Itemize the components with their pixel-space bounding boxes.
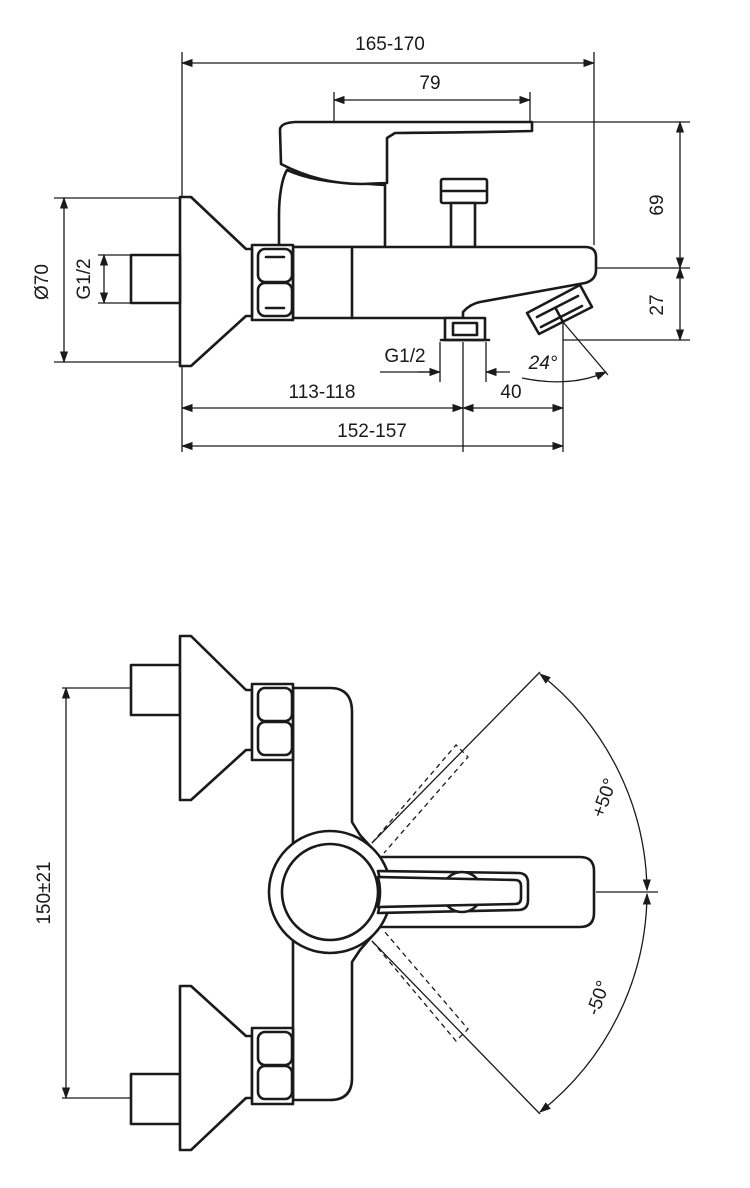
top-inlet-lower [129, 984, 254, 1152]
dim-outlet-offset: 40 [461, 382, 565, 413]
handshower-outlet [439, 316, 491, 342]
dim-outlet-thread: G1/2 [380, 346, 510, 377]
label-rotation-minus: -50° [583, 978, 615, 1018]
dim-overall-width: 165-170 [180, 34, 596, 68]
dim-inlet-thread: G1/2 [74, 253, 109, 305]
top-coupling-upper [250, 682, 295, 762]
cartridge-cap [267, 829, 393, 955]
label-outlet-height: 27 [647, 294, 668, 315]
dim-flange-diameter: Ø70 [32, 196, 69, 364]
label-inlet-to-outlet: 113-118 [289, 382, 356, 403]
label-outlet-thread: G1/2 [384, 346, 425, 367]
label-overall-width: 165-170 [355, 34, 425, 55]
dim-outlet-height: 27 [647, 266, 685, 342]
label-wall-to-spout: 152-157 [337, 421, 407, 442]
cartridge-housing [277, 168, 387, 249]
lever-handle [278, 120, 534, 186]
mixer-body [291, 245, 598, 320]
inlet-pipe [129, 253, 182, 305]
label-flange-diameter: Ø70 [32, 264, 53, 300]
coupling-nut [250, 243, 295, 322]
top-coupling-lower [250, 1026, 295, 1106]
side-view: 165-170 79 69 27 Ø70 G1/2 G1/2 [32, 34, 690, 452]
dim-lever-length: 79 [332, 73, 532, 105]
label-lever-length: 79 [419, 73, 440, 94]
diverter-knob [439, 177, 489, 249]
dim-spout-angle: 24° [521, 321, 609, 383]
dim-lever-height: 69 [647, 120, 685, 270]
label-outlet-offset: 40 [500, 382, 521, 403]
dim-wall-to-spout: 152-157 [180, 421, 565, 451]
label-lever-height: 69 [647, 194, 668, 215]
label-inlet-thread: G1/2 [74, 258, 95, 299]
label-rotation-plus: +50° [588, 776, 621, 821]
label-spout-angle: 24° [528, 353, 558, 374]
top-inlet-upper [129, 634, 254, 802]
dim-inlet-spacing: 150±21 [34, 686, 71, 1100]
label-inlet-spacing: 150±21 [34, 861, 55, 924]
wall-flange [178, 195, 254, 368]
top-view: +50° -50° 150±21 [34, 634, 658, 1152]
dim-inlet-to-outlet: 113-118 [180, 382, 465, 413]
